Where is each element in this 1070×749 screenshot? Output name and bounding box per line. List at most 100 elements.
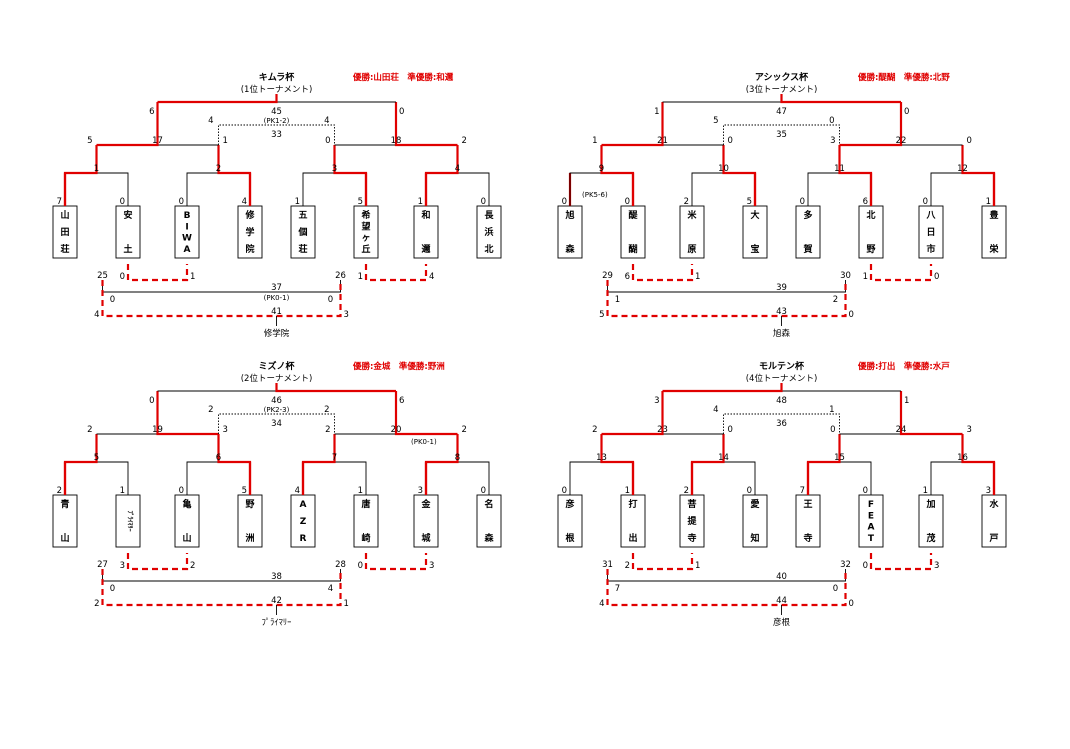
score: 4 [713,405,718,415]
team-name-char: B [184,211,191,221]
team-name-char: 水 [989,498,999,510]
score: 4 [324,116,329,126]
score: 0 [325,136,330,146]
match-line [930,172,995,206]
pk-note: (PK2-3) [264,406,290,414]
team-name-char: 根 [565,532,575,544]
team-name-char: 豊 [989,209,998,221]
score: 0 [562,486,567,496]
team-name-char: 土 [123,243,132,255]
team-box [115,494,141,548]
team-name-char: 野 [866,244,875,255]
match-line [569,172,634,206]
match-number: 45 [271,107,282,117]
score: 0 [863,486,868,496]
match-number: 8 [455,453,460,463]
team-box [413,205,439,259]
score: 0 [358,561,363,571]
score: 5 [747,197,752,207]
score: 4 [208,116,213,126]
score: 0 [849,310,854,320]
team-name-char: 五 [298,210,307,221]
team-box [52,205,78,259]
score: 6 [399,396,404,406]
pk-note: (PK5-6) [582,191,608,199]
score: 1 [344,599,349,609]
score: 3 [223,425,228,435]
match-number: 16 [957,453,968,463]
team-name-char: 田 [60,227,69,238]
score: 0 [904,107,909,117]
team-name-char: 学 [245,226,254,238]
score: 0 [328,295,333,305]
win-line [217,145,252,206]
team-name-char: 丘 [361,243,370,255]
win-line [394,391,458,436]
bracket-subtitle: (4位トーナメント) [746,373,818,384]
match-number: 15 [834,453,845,463]
bracket-title: アシックス杯 [755,71,809,83]
match-line [425,172,490,206]
score: 5 [358,197,363,207]
match-line [807,461,872,495]
team-box [557,205,583,259]
team-name-char: 多 [803,209,812,221]
win-line [424,145,459,206]
score: 0 [120,272,125,282]
match-number: 2 [216,164,221,174]
team-name-char: 唐 [361,498,370,510]
score: 3 [934,561,939,571]
win-line [899,391,963,436]
team-name-char: 米 [686,209,697,221]
team-name-char: A [184,245,191,255]
win-line [961,434,996,495]
bracket-title: キムラ杯 [259,71,296,83]
team-name-char: 希 [361,209,370,221]
team-name-char: 日 [926,227,935,238]
team-name-char: 出 [628,532,637,544]
score: 3 [830,136,835,146]
consolation-line [631,264,694,282]
match-number: 12 [957,164,968,174]
team-box [679,494,705,548]
win-line [63,145,98,206]
win-line [63,434,98,495]
team-name-char: 名 [484,498,493,510]
win-line [96,102,159,147]
score: 3 [986,486,991,496]
team-name-char: 北 [484,243,493,255]
team-name-char: 山 [60,532,69,544]
team-name-char: 彦 [565,498,574,510]
score: 5 [599,310,604,320]
team-name-char: 崎 [361,532,370,544]
team-name-char: 荘 [60,243,69,255]
win-line [839,102,903,147]
match-number: 34 [271,419,282,429]
score: 1 [654,107,659,117]
bracket-diagram: キムラ杯(1位トーナメント)優勝:山田荘 準優勝:和邇山田荘安土BIWA修学院五… [52,71,502,339]
match-number: 44 [776,596,787,606]
team-name-char: 山 [60,209,69,221]
win-line [600,434,635,495]
consolation-final-line [101,280,342,318]
consolation-winner: 修学院 [264,328,290,339]
score: 2 [57,486,62,496]
score: 2 [833,295,838,305]
consolation-line [869,553,933,571]
team-name-vertical: ﾌﾟﾗｲﾏﾘｰ [126,510,134,531]
team-name-char: 八 [925,210,936,221]
team-name-char: 邇 [421,244,430,255]
score: 1 [923,486,928,496]
team-box [858,494,884,548]
team-name-char: 亀 [182,498,191,510]
win-line [424,434,459,495]
score: 0 [830,425,835,435]
team-box [620,205,646,259]
team-box [557,494,583,548]
team-name-char: A [868,523,875,533]
consolation-line [126,553,189,571]
team-name-char: 浜 [484,226,493,238]
match-number: 31 [602,560,613,570]
match-number: 1 [94,164,99,174]
